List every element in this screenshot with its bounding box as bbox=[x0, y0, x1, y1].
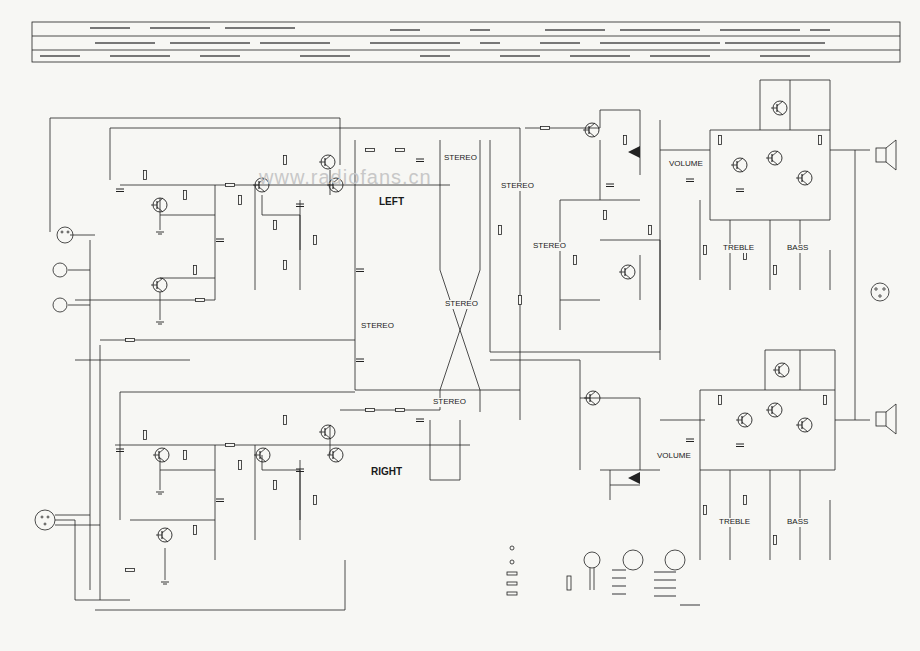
switch-label: STEREO bbox=[500, 182, 535, 191]
control-label: TREBLE bbox=[718, 518, 751, 527]
switch-label: STEREO bbox=[532, 242, 567, 251]
switch-label: STEREO bbox=[360, 322, 395, 331]
control-label: BASS bbox=[786, 518, 809, 527]
control-label: BASS bbox=[786, 244, 809, 253]
switch-label: STEREO bbox=[444, 300, 479, 309]
control-label: TREBLE bbox=[722, 244, 755, 253]
channel-label: RIGHT bbox=[370, 466, 403, 477]
control-label: VOLUME bbox=[668, 160, 704, 169]
watermark: www.radiofans.cn bbox=[258, 166, 433, 188]
control-label: VOLUME bbox=[656, 452, 692, 461]
switch-label: STEREO bbox=[432, 398, 467, 407]
channel-label: LEFT bbox=[378, 196, 405, 207]
switch-label: STEREO bbox=[443, 154, 478, 163]
